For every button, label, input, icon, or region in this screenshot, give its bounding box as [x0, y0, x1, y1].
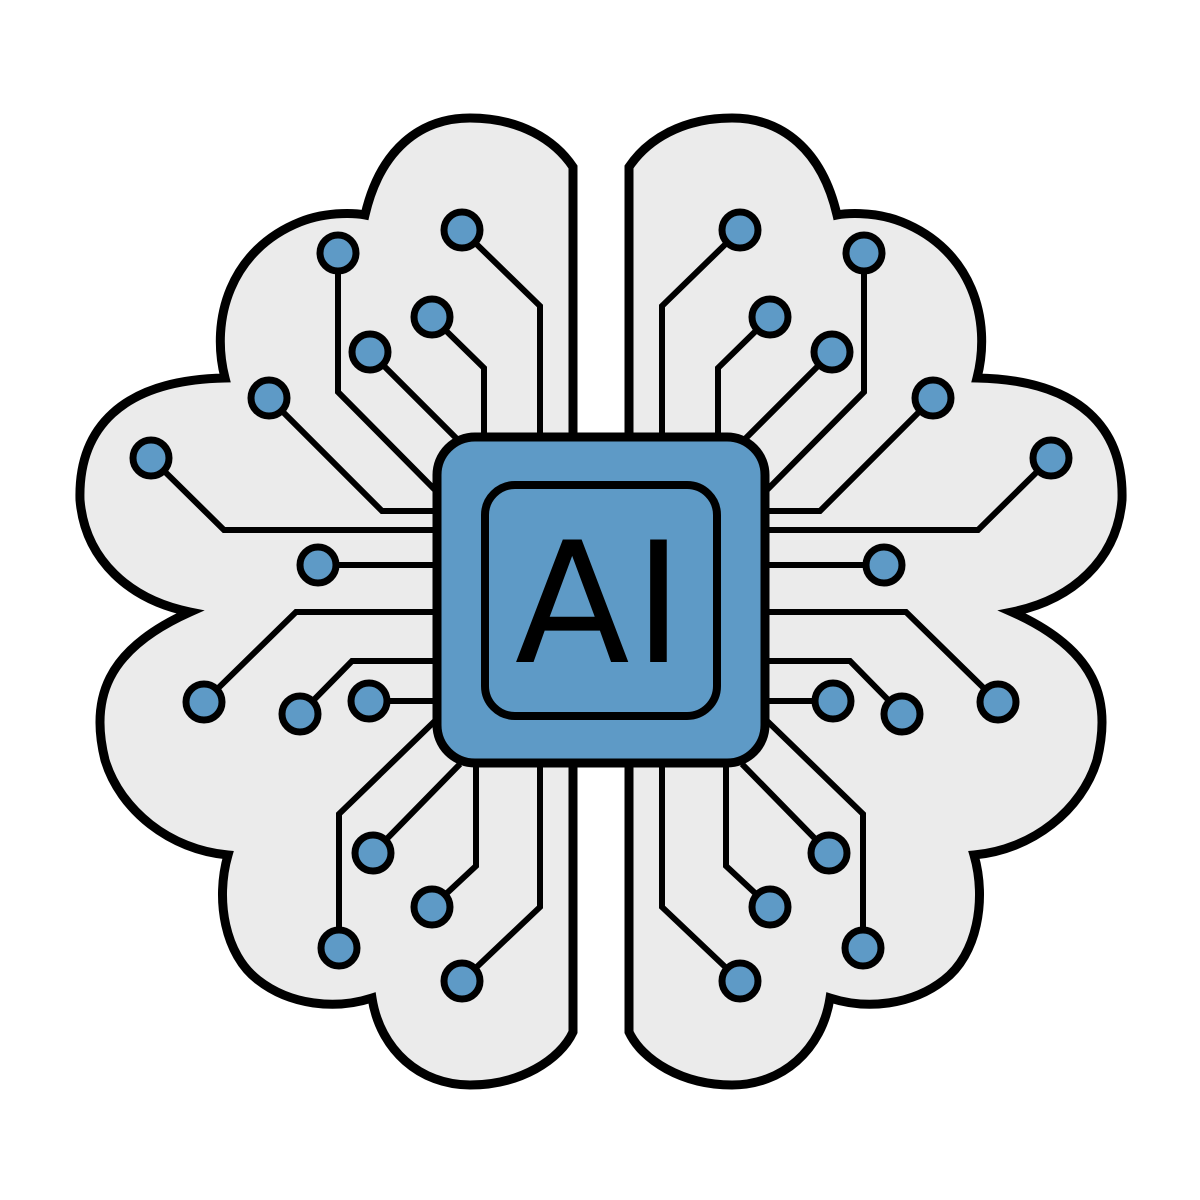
circuit-trace	[659, 764, 743, 984]
circuit-trace	[715, 314, 773, 438]
circuit-node-icon	[880, 692, 924, 736]
circuit-trace	[764, 658, 905, 717]
circuit-node-icon	[718, 208, 762, 252]
circuit-node-icon	[348, 330, 392, 374]
circuit-node-icon	[810, 330, 854, 374]
left-hemisphere	[75, 113, 578, 1090]
right-brain-outline	[624, 113, 1127, 1090]
left-circuit-nodes	[129, 208, 484, 1003]
right-circuit-nodes	[718, 208, 1073, 1003]
right-circuit-traces	[659, 227, 1054, 984]
circuit-node-icon	[410, 295, 454, 339]
circuit-node-icon	[247, 376, 291, 420]
circuit-node-icon	[976, 680, 1020, 724]
circuit-trace	[429, 314, 487, 438]
circuit-node-icon	[278, 692, 322, 736]
circuit-node-icon	[807, 831, 851, 875]
right-hemisphere	[624, 113, 1127, 1090]
circuit-node-icon	[351, 831, 395, 875]
circuit-node-icon	[440, 959, 484, 1003]
circuit-node-icon	[1029, 436, 1073, 480]
circuit-trace	[459, 764, 543, 984]
circuit-node-icon	[718, 959, 762, 1003]
circuit-trace	[764, 395, 936, 514]
circuit-node-icon	[748, 885, 792, 929]
circuit-trace	[764, 455, 1054, 533]
circuit-trace	[459, 227, 543, 438]
ai-chip: AI	[432, 432, 770, 768]
circuit-node-icon	[841, 926, 885, 970]
circuit-node-icon	[410, 885, 454, 929]
chip-inner	[481, 481, 721, 720]
left-brain-outline	[75, 113, 578, 1090]
circuit-trace	[266, 395, 438, 514]
circuit-node-icon	[182, 680, 226, 724]
circuit-trace	[759, 713, 866, 948]
circuit-trace	[297, 658, 438, 717]
chip-label: AI	[515, 506, 687, 702]
circuit-node-icon	[862, 543, 906, 587]
circuit-trace	[148, 455, 438, 533]
circuit-node-icon	[129, 436, 173, 480]
circuit-node-icon	[911, 376, 955, 420]
circuit-node-icon	[296, 543, 340, 587]
circuit-node-icon	[347, 679, 391, 723]
circuit-node-icon	[811, 679, 855, 723]
circuit-node-icon	[842, 231, 886, 275]
circuit-node-icon	[748, 295, 792, 339]
circuit-trace	[336, 713, 443, 948]
circuit-trace	[659, 227, 743, 438]
circuit-node-icon	[316, 231, 360, 275]
circuit-trace	[201, 609, 438, 705]
circuit-node-icon	[440, 208, 484, 252]
circuit-node-icon	[317, 926, 361, 970]
circuit-trace	[764, 609, 1001, 705]
